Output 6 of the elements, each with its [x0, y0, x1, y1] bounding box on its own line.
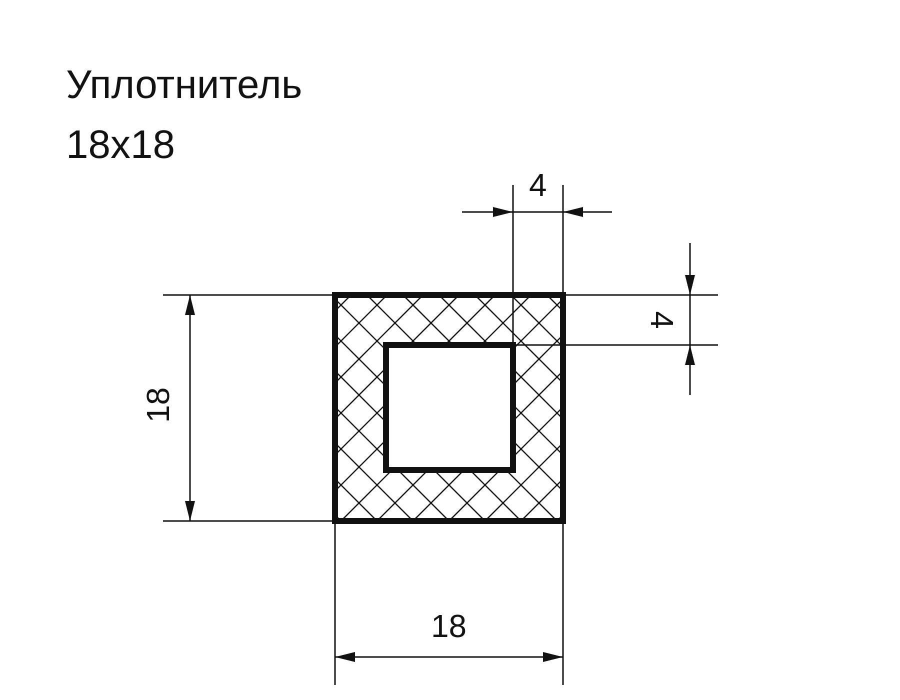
- dimension-value: 4: [529, 169, 547, 201]
- title: Уплотнитель: [66, 65, 302, 105]
- size-label: 18x18: [66, 125, 175, 165]
- dimension-value: 18: [142, 387, 174, 423]
- dimension-value: 18: [431, 610, 467, 642]
- dimension-value: 4: [646, 311, 678, 329]
